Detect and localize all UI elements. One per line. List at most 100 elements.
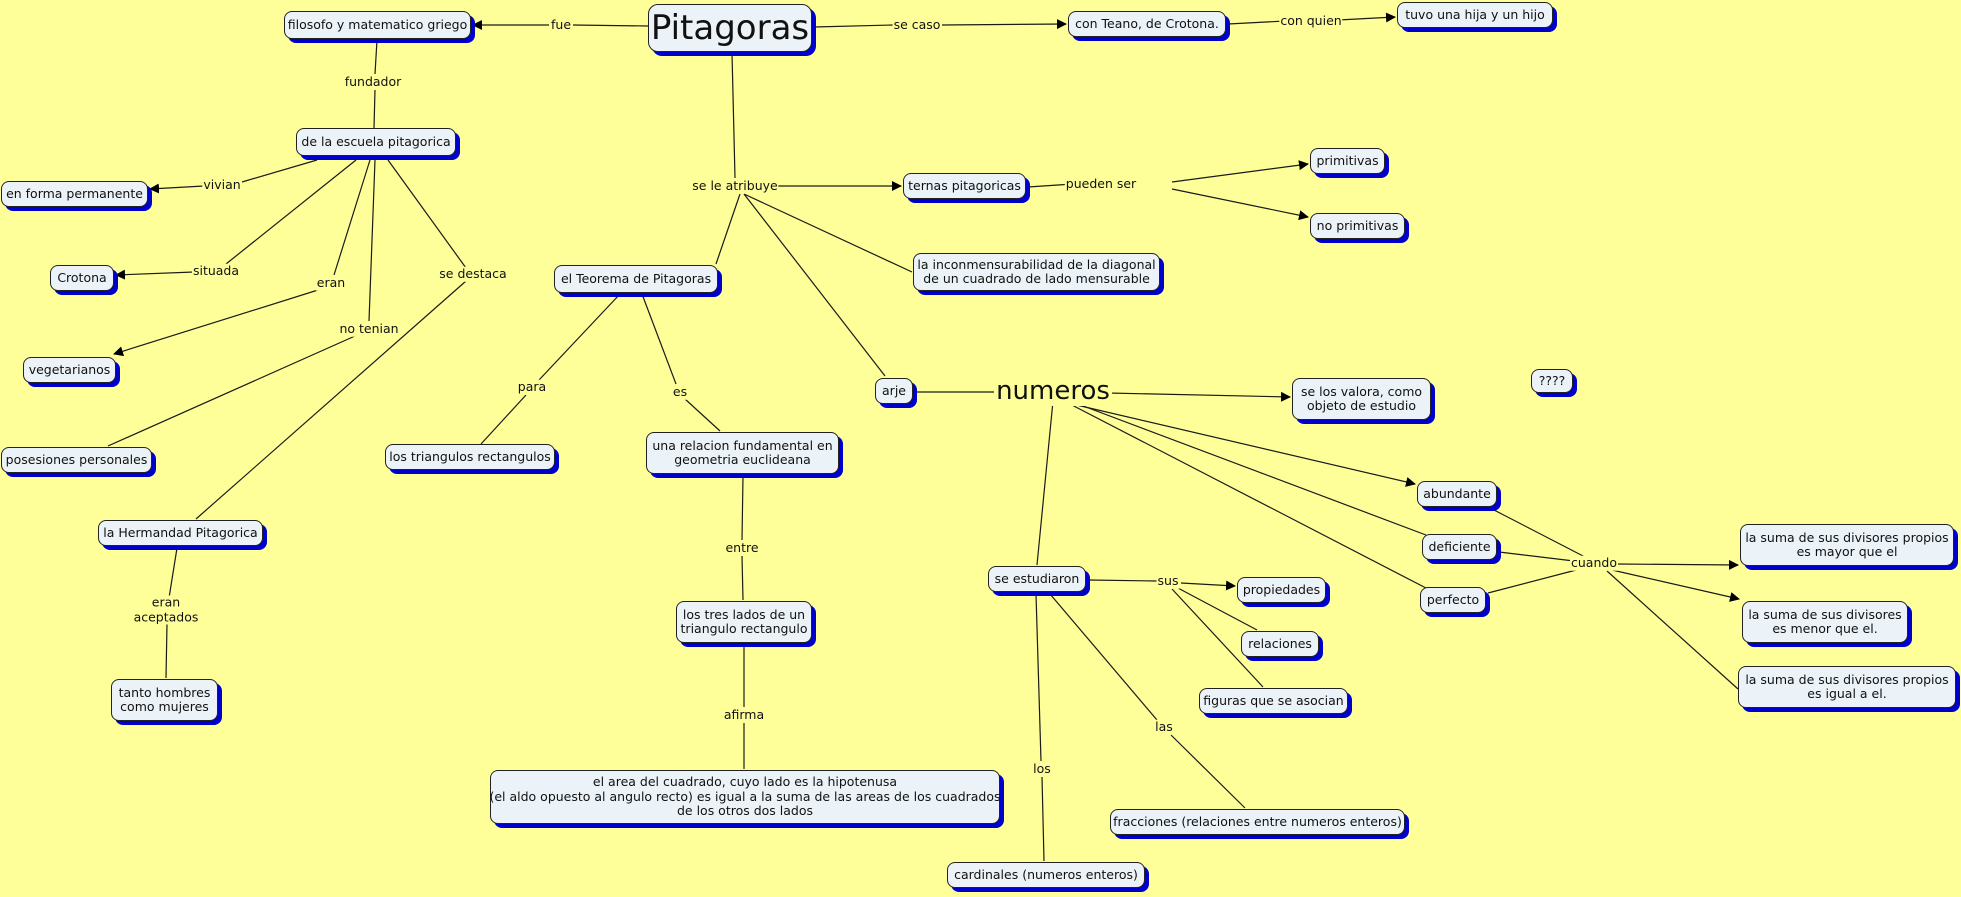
link-line-eran-b [113, 289, 319, 357]
link-label-para[interactable]: para [516, 378, 548, 395]
link-label-afirma[interactable]: afirma [722, 706, 766, 723]
concept-node-figuras[interactable]: figuras que se asocian [1199, 688, 1348, 714]
concept-node-vegetarianos[interactable]: vegetarianos [23, 357, 116, 383]
link-line-sus-a [1087, 579, 1158, 582]
concept-node-estudiaron[interactable]: se estudiaron [988, 566, 1086, 592]
concept-node-arje[interactable]: arje [875, 378, 913, 404]
link-line-notenian-b [107, 335, 356, 447]
link-label-cuando[interactable]: cuando [1570, 554, 1618, 571]
link-line-cuando-f [1606, 570, 1739, 690]
link-line-numeros-d [1069, 400, 1427, 536]
link-line-sedestaca-a [387, 159, 467, 269]
link-line-situada-a [225, 159, 357, 265]
link-line-eranacep-b [165, 623, 168, 679]
concept-node-igual[interactable]: la suma de sus divisores propios es igua… [1738, 666, 1956, 708]
link-line-conquien-b [1337, 12, 1396, 23]
link-line-es-a [641, 293, 677, 385]
link-line-para-b [480, 394, 527, 445]
concept-node-valora[interactable]: se los valora, como objeto de estudio [1292, 378, 1431, 420]
concept-node-escuela[interactable]: de la escuela pitagorica [296, 128, 456, 156]
link-label-se-caso[interactable]: se caso [892, 16, 942, 33]
link-line-las-b [1170, 734, 1246, 809]
concept-node-propiedades[interactable]: propiedades [1237, 577, 1326, 603]
concept-node-unknown[interactable]: ???? [1531, 369, 1573, 393]
link-line-atribuye-e [743, 193, 886, 377]
concept-node-posesiones[interactable]: posesiones personales [1, 447, 152, 473]
link-line-cuando-d [1615, 559, 1739, 570]
concept-node-relacion[interactable]: una relacion fundamental en geometria eu… [646, 432, 839, 474]
concept-node-cardinales[interactable]: cardinales (numeros enteros) [947, 862, 1145, 888]
concept-node-pitagoras[interactable]: Pitagoras [648, 4, 812, 52]
concept-node-ternas[interactable]: ternas pitagoricas [903, 173, 1026, 199]
link-line-secaso-a [813, 24, 894, 28]
link-label-sus[interactable]: sus [1156, 572, 1180, 589]
link-label-las[interactable]: las [1154, 718, 1174, 735]
link-label-numeros[interactable]: numeros [994, 376, 1112, 406]
link-line-cuando-a [1493, 509, 1586, 558]
link-line-fue-a [572, 24, 649, 27]
link-line-cuando-c [1487, 568, 1581, 594]
link-line-los-a [1035, 593, 1042, 762]
link-label-pueden-ser[interactable]: pueden ser [1064, 175, 1138, 192]
link-label-se-destaca[interactable]: se destaca [438, 265, 508, 282]
link-line-entre-a [741, 475, 744, 541]
concept-node-deficiente[interactable]: deficiente [1422, 534, 1497, 560]
link-label-eran[interactable]: eran [315, 274, 347, 291]
link-line-fundador-b [373, 89, 376, 129]
link-line-sus-d [1171, 588, 1264, 688]
link-line-numeros-b [1107, 391, 1291, 402]
link-line-atribuye-c [715, 193, 741, 265]
link-line-fundador-a [374, 39, 378, 75]
link-line-situada-b [115, 269, 195, 280]
link-line-atribuye-a [731, 52, 736, 179]
link-line-numeros-e [1067, 402, 1427, 589]
concept-node-hombres-mujeres[interactable]: tanto hombres como mujeres [111, 679, 218, 721]
link-label-fundador[interactable]: fundador [343, 73, 403, 90]
concept-node-triangulos[interactable]: los triangulos rectangulos [385, 444, 555, 470]
link-label-entre[interactable]: entre [724, 539, 760, 556]
concept-node-hijos[interactable]: tuvo una hija y un hijo [1397, 2, 1553, 28]
link-label-es[interactable]: es [671, 383, 689, 400]
link-label-no-tenian[interactable]: no tenian [338, 320, 400, 337]
link-line-vivian-b [149, 183, 205, 194]
link-line-cuando-e [1611, 569, 1740, 602]
link-line-los-b [1041, 776, 1045, 862]
link-line-atribuye-d [743, 193, 913, 273]
concept-node-tres-lados[interactable]: los tres lados de un triangulo rectangul… [676, 601, 812, 643]
link-line-conquien-a [1227, 20, 1286, 25]
link-line-sus-c [1175, 586, 1258, 631]
link-line-cuando-b [1498, 551, 1575, 562]
link-line-entre-b [741, 555, 744, 601]
concept-node-mayor[interactable]: la suma de sus divisores propios es mayo… [1740, 524, 1954, 566]
concept-node-primitivas[interactable]: primitivas [1310, 148, 1385, 174]
link-line-sus-b [1180, 580, 1236, 591]
concept-node-relaciones[interactable]: relaciones [1241, 631, 1319, 657]
concept-node-crotona[interactable]: Crotona [50, 265, 114, 291]
link-line-las-a [1049, 593, 1158, 721]
link-line-vivian-a [241, 159, 318, 183]
concept-node-no-primitivas[interactable]: no primitivas [1310, 213, 1405, 239]
concept-node-inconmensurabilidad[interactable]: la inconmensurabilidad de la diagonal de… [913, 253, 1160, 291]
concept-node-filosofo[interactable]: filosofo y matematico griego [284, 11, 471, 39]
concept-node-teorema[interactable]: el Teorema de Pitagoras [554, 265, 718, 293]
link-label-situada[interactable]: situada [191, 262, 241, 279]
link-label-fue[interactable]: fue [549, 16, 573, 33]
concept-node-perfecto[interactable]: perfecto [1420, 587, 1486, 613]
link-label-se-le-atribuye[interactable]: se le atribuye [691, 177, 779, 194]
link-line-eran-a [333, 159, 371, 276]
link-label-con-quien[interactable]: con quien [1279, 12, 1343, 29]
link-label-eran-aceptados[interactable]: eran aceptados [132, 594, 200, 625]
link-label-vivian[interactable]: vivian [202, 176, 242, 193]
concept-node-fracciones[interactable]: fracciones (relaciones entre numeros ent… [1110, 809, 1405, 835]
link-label-los[interactable]: los [1032, 760, 1052, 777]
concept-node-hermandad[interactable]: la Hermandad Pitagorica [98, 520, 263, 546]
concept-node-menor[interactable]: la suma de sus divisores es menor que el… [1742, 601, 1908, 643]
concept-node-permanente[interactable]: en forma permanente [1, 181, 148, 207]
link-line-secaso-b [941, 19, 1067, 30]
concept-node-teano[interactable]: con Teano, de Crotona. [1068, 11, 1226, 37]
concept-node-area[interactable]: el area del cuadrado, cuyo lado es la hi… [489, 770, 1001, 824]
link-line-para-a [538, 293, 621, 381]
concept-node-abundante[interactable]: abundante [1417, 481, 1497, 507]
